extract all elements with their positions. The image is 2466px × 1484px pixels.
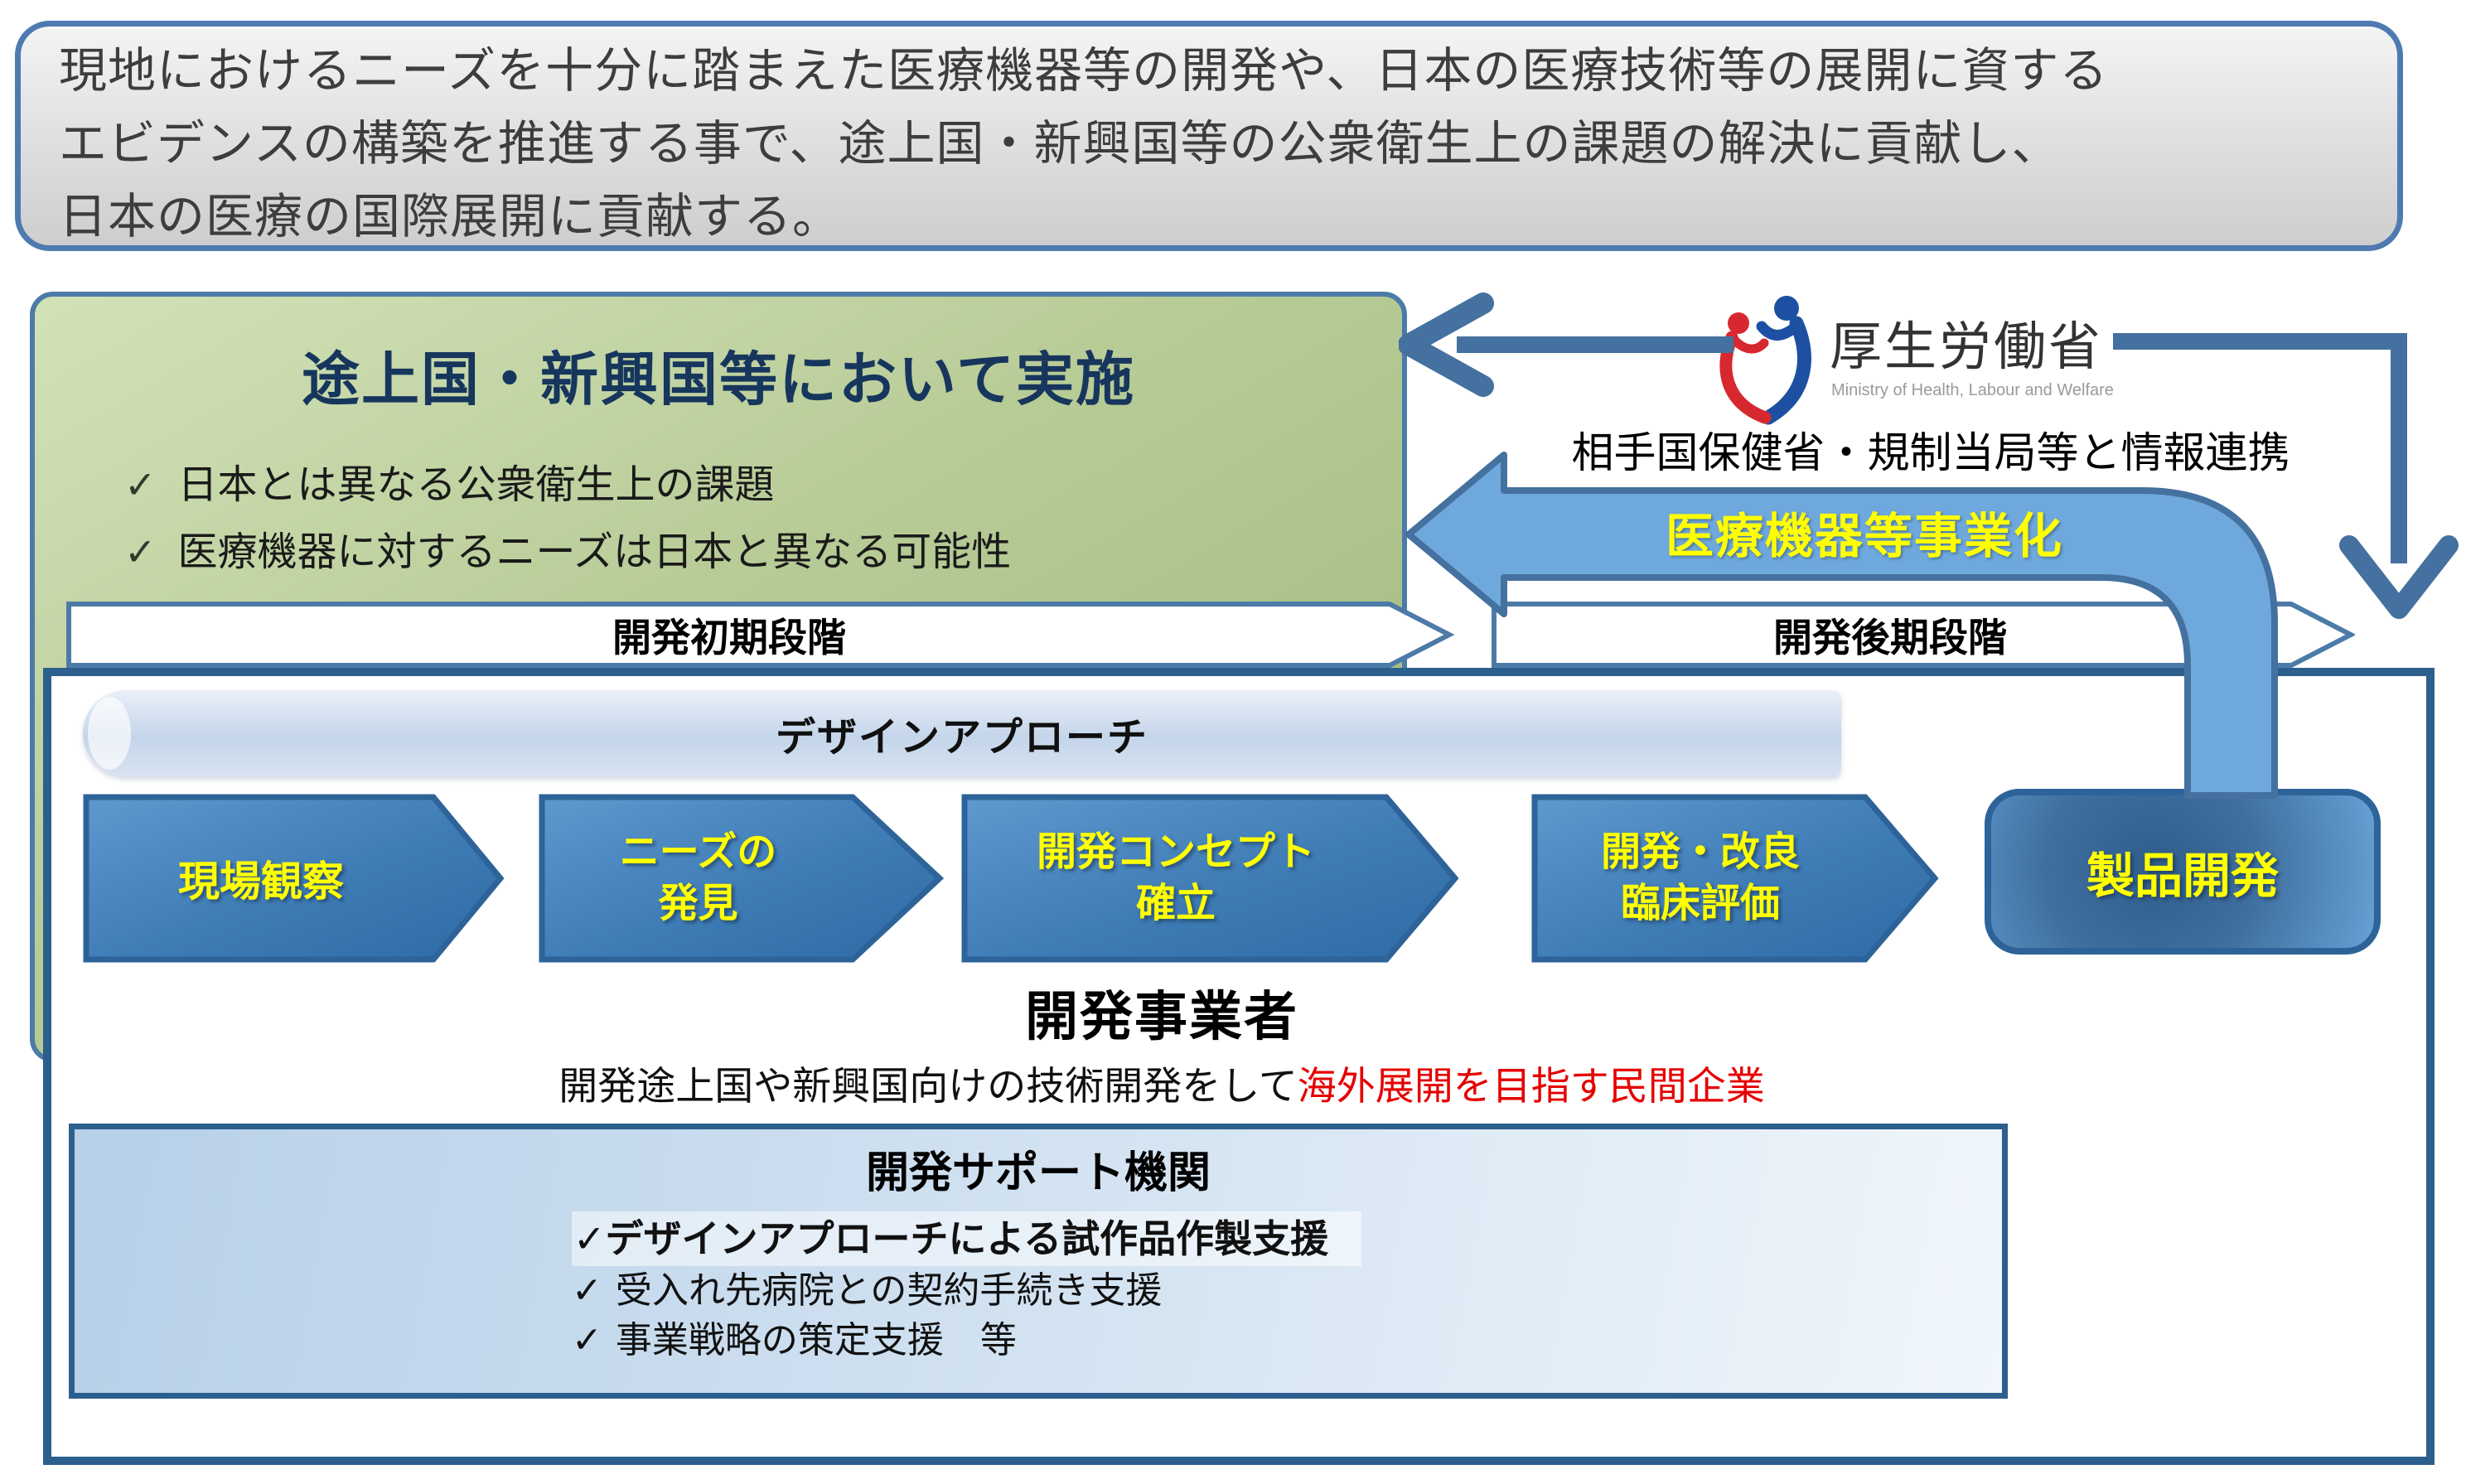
chevron-step-4 — [1531, 794, 1939, 963]
chevron-step-4-label: 開発・改良 臨床評価 — [1531, 791, 1869, 965]
chevron-step-2 — [539, 794, 945, 963]
arrow-to-implementation-icon — [1399, 292, 1733, 397]
step-text: 現場観察 — [178, 858, 344, 905]
info-link-text: 相手国保健省・規制当局等と情報連携 — [1571, 429, 2290, 476]
check-icon: ✓ — [124, 463, 157, 506]
developer-title: 開発事業者 — [1025, 987, 1298, 1047]
product-development-box: 製品開発 — [1985, 789, 2381, 955]
late-stage-banner — [1492, 602, 2355, 668]
implementation-list: ✓ 日本とは異なる公衆衛生上の課題 ✓ 医療機器に対するニーズは日本と異なる可能性 — [124, 452, 1402, 586]
developer-description-red: 海外展開を目指す民間企業 — [1297, 1064, 1765, 1108]
goal-statement-box: 現地におけるニーズを十分に踏まえた医療機器等の開発や、日本の医療技術等の展開に資… — [15, 21, 2403, 251]
check-icon: ✓ — [124, 530, 157, 573]
chevron-step-1-label: 現場観察 — [83, 791, 439, 965]
step-text: ニーズの — [619, 830, 777, 874]
step-text: 製品開発 — [2086, 849, 2279, 903]
mhlw-name-en: Ministry of Health, Labour and Welfare — [1831, 381, 2114, 399]
support-item-text: 受入れ先病院との契約手続き支援 — [615, 1270, 1163, 1311]
early-stage-label: 開発初期段階 — [612, 615, 846, 660]
step-text: 開発・改良 — [1600, 830, 1800, 874]
step-text: 開発コンセプト — [1036, 830, 1315, 874]
chevron-step-1 — [83, 794, 505, 963]
goal-line-3: 日本の医療の国際展開に貢献する。 — [59, 190, 842, 244]
support-organization-box: 開発サポート機関 ✓デザインアプローチによる試作品作製支援 ✓受入れ先病院との契… — [69, 1124, 2008, 1399]
design-approach-bar: デザインアプローチ — [83, 690, 1841, 776]
goal-line-1: 現地におけるニーズを十分に踏まえた医療機器等の開発や、日本の医療技術等の展開に資… — [59, 44, 2109, 98]
check-icon: ✓ — [573, 1217, 606, 1260]
step-text: 確立 — [1135, 882, 1216, 926]
commercialization-arrow — [1405, 452, 2278, 799]
design-approach-label: デザインアプローチ — [775, 716, 1148, 760]
support-item-text: 事業戦略の策定支援 等 — [615, 1320, 1017, 1361]
chevron-step-3 — [961, 794, 1458, 963]
support-list: ✓デザインアプローチによる試作品作製支援 ✓受入れ先病院との契約手続き支援 ✓事… — [572, 1211, 2002, 1366]
developer-description: 開発途上国や新興国向けの技術開発をして海外展開を目指す民間企業 — [43, 1054, 2280, 1111]
check-icon: ✓ — [572, 1320, 602, 1361]
early-stage-banner — [66, 602, 1455, 668]
commercialization-label: 医療機器等事業化 — [1665, 510, 2063, 563]
developer-description-black: 開発途上国や新興国向けの技術開発をして — [558, 1064, 1298, 1108]
support-item: ✓ 事業戦略の策定支援 等 — [572, 1316, 2002, 1366]
goal-line-2: エビデンスの構築を推進する事で、途上国・新興国等の公衆衛生上の課題の解決に貢献し… — [59, 117, 2061, 171]
support-item: ✓ 受入れ先病院との契約手続き支援 — [572, 1266, 2002, 1316]
step-text: 臨床評価 — [1620, 882, 1780, 926]
support-item-text: デザインアプローチによる試作品作製支援 — [605, 1217, 1329, 1260]
list-item-text: 医療機器に対するニーズは日本と異なる可能性 — [177, 530, 1012, 574]
implementation-title: 途上国・新興国等において実施 — [302, 347, 1135, 412]
chevron-step-2-label: ニーズの 発見 — [539, 791, 858, 965]
support-item: ✓デザインアプローチによる試作品作製支援 — [572, 1211, 2002, 1266]
list-item-text: 日本とは異なる公衆衛生上の課題 — [177, 463, 775, 507]
support-title: 開発サポート機関 — [865, 1149, 1211, 1197]
arrow-to-late-stage-icon — [2113, 333, 2459, 619]
list-item: ✓ 医療機器に対するニーズは日本と異なる可能性 — [124, 519, 1402, 586]
mhlw-name: 厚生労働省 — [1830, 318, 2103, 376]
late-stage-label: 開発後期段階 — [1773, 615, 2007, 660]
check-icon: ✓ — [572, 1270, 602, 1311]
step-text: 発見 — [658, 882, 738, 926]
chevron-step-3-label: 開発コンセプト 確立 — [961, 791, 1390, 965]
list-item: ✓ 日本とは異なる公衆衛生上の課題 — [124, 452, 1402, 519]
